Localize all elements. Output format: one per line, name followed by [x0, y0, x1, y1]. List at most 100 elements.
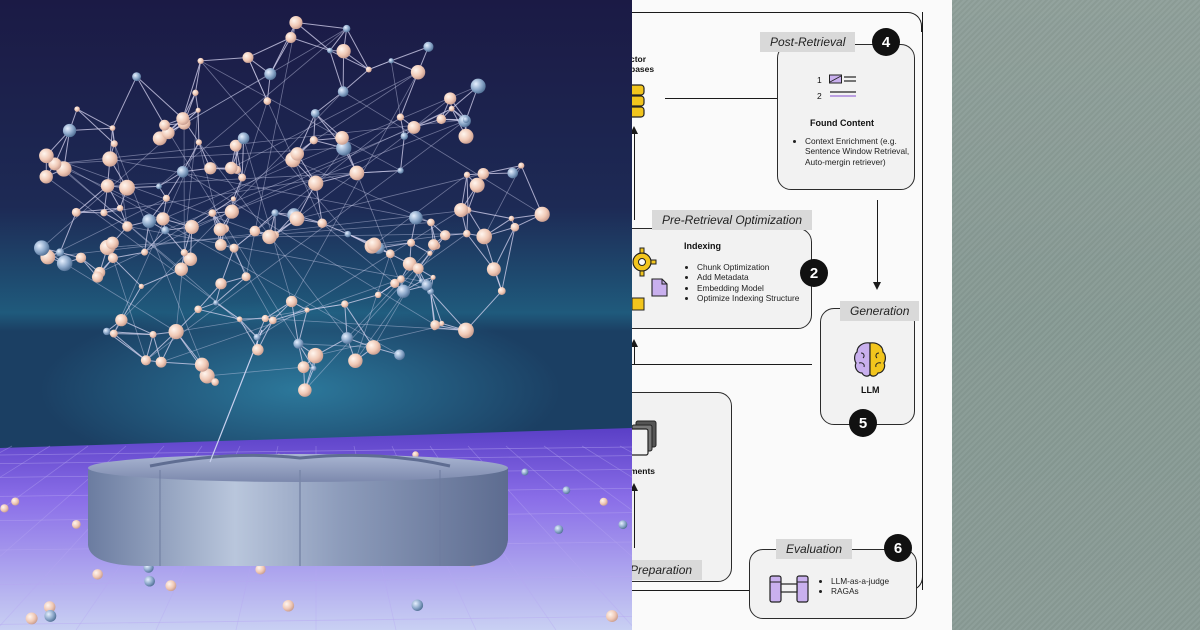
bullet-item: RAGAs	[831, 586, 921, 596]
network-node	[385, 249, 395, 259]
network-node	[448, 105, 455, 112]
network-edge	[356, 172, 404, 292]
arrow-indexing-to-db	[634, 132, 635, 220]
network-edge	[247, 37, 292, 58]
network-node	[396, 284, 411, 298]
post-retrieval-box	[777, 44, 915, 190]
network-edge	[493, 227, 516, 270]
network-edge	[466, 174, 469, 211]
textured-panel	[952, 0, 1200, 630]
floor-grid-line	[0, 445, 51, 478]
network-node	[241, 272, 251, 282]
network-node	[534, 206, 550, 222]
network-edge	[164, 124, 299, 344]
floor-sphere	[606, 610, 618, 623]
network-node	[430, 274, 436, 280]
rank-1-label: 1	[817, 75, 822, 85]
network-node	[349, 165, 365, 181]
network-edge	[290, 37, 331, 52]
network-edge	[298, 343, 374, 348]
network-edge	[413, 108, 452, 128]
network-node	[397, 275, 405, 283]
network-node	[39, 148, 54, 164]
network-node	[192, 89, 199, 96]
network-edge	[314, 91, 344, 114]
vector-databases-label-line2: bases	[632, 64, 655, 74]
network-node	[436, 114, 447, 125]
network-edge	[164, 229, 185, 253]
network-edge	[430, 291, 467, 331]
network-edge	[467, 209, 512, 220]
network-edge	[76, 108, 113, 129]
network-edge	[76, 211, 104, 214]
network-node	[213, 223, 227, 237]
pre-retrieval-tag: Pre-Retrieval Optimization	[652, 210, 813, 230]
network-edge	[120, 286, 142, 321]
network-node	[107, 252, 118, 264]
network-node	[215, 278, 227, 290]
network-node	[194, 305, 202, 314]
floor-sphere	[562, 486, 571, 495]
network-edge	[165, 127, 415, 231]
network-node	[224, 204, 239, 219]
network-edge	[466, 210, 469, 234]
network-node	[109, 329, 118, 338]
bullet-item: Add Metadata	[697, 272, 812, 282]
network-edge	[417, 233, 468, 269]
network-edge	[296, 173, 484, 220]
network-node	[374, 291, 382, 299]
bullet-item: Embedding Model	[697, 283, 812, 293]
step-number-6: 6	[884, 534, 912, 562]
doc-corner-icon	[632, 296, 646, 312]
network-edge	[307, 303, 345, 311]
network-edge	[220, 247, 235, 284]
network-edge	[256, 209, 462, 338]
network-edge	[501, 227, 516, 292]
network-node	[197, 57, 204, 65]
network-edge	[247, 57, 268, 102]
floor-sphere	[599, 497, 608, 506]
network-edge	[113, 333, 154, 335]
floor-sphere	[0, 504, 9, 513]
brain-icon	[853, 341, 887, 379]
network-edge	[212, 198, 234, 214]
network-edge	[233, 247, 247, 277]
network-edge	[158, 28, 347, 187]
network-node	[388, 58, 394, 64]
network-edge	[269, 233, 467, 238]
floor-sphere	[44, 610, 57, 622]
network-node	[410, 65, 426, 80]
network-node	[39, 170, 53, 184]
network-edge	[368, 60, 392, 70]
network-node	[285, 32, 297, 43]
network-edge	[239, 318, 258, 338]
network-edge	[239, 318, 259, 351]
network-edge	[112, 257, 142, 287]
arrow-docs-up	[634, 488, 635, 548]
network-node	[161, 226, 170, 235]
network-edge	[292, 159, 432, 223]
floor-grid-line	[0, 576, 632, 585]
network-edge	[215, 276, 247, 304]
network-edge	[113, 333, 147, 361]
network-edge	[200, 60, 349, 235]
floor-grid-line	[0, 446, 632, 456]
bullet-item: Context Enrichment (e.g. Sentence Window…	[805, 136, 921, 167]
network-node	[183, 252, 198, 266]
network-edge	[64, 262, 177, 332]
stack-icon	[632, 418, 662, 456]
network-node	[439, 320, 445, 326]
network-edge	[313, 113, 316, 141]
network-edge	[112, 251, 145, 259]
network-node	[262, 229, 277, 245]
network-node	[397, 167, 404, 174]
post-retrieval-tag: Post-Retrieval	[760, 32, 856, 52]
network-node	[409, 210, 423, 225]
network-edge	[112, 76, 138, 129]
network-node	[439, 230, 451, 241]
documents-label: ments	[632, 466, 656, 476]
database-icon	[632, 82, 650, 120]
network-node	[307, 347, 324, 364]
rank-2-label: 2	[817, 91, 822, 101]
network-node	[290, 147, 305, 161]
